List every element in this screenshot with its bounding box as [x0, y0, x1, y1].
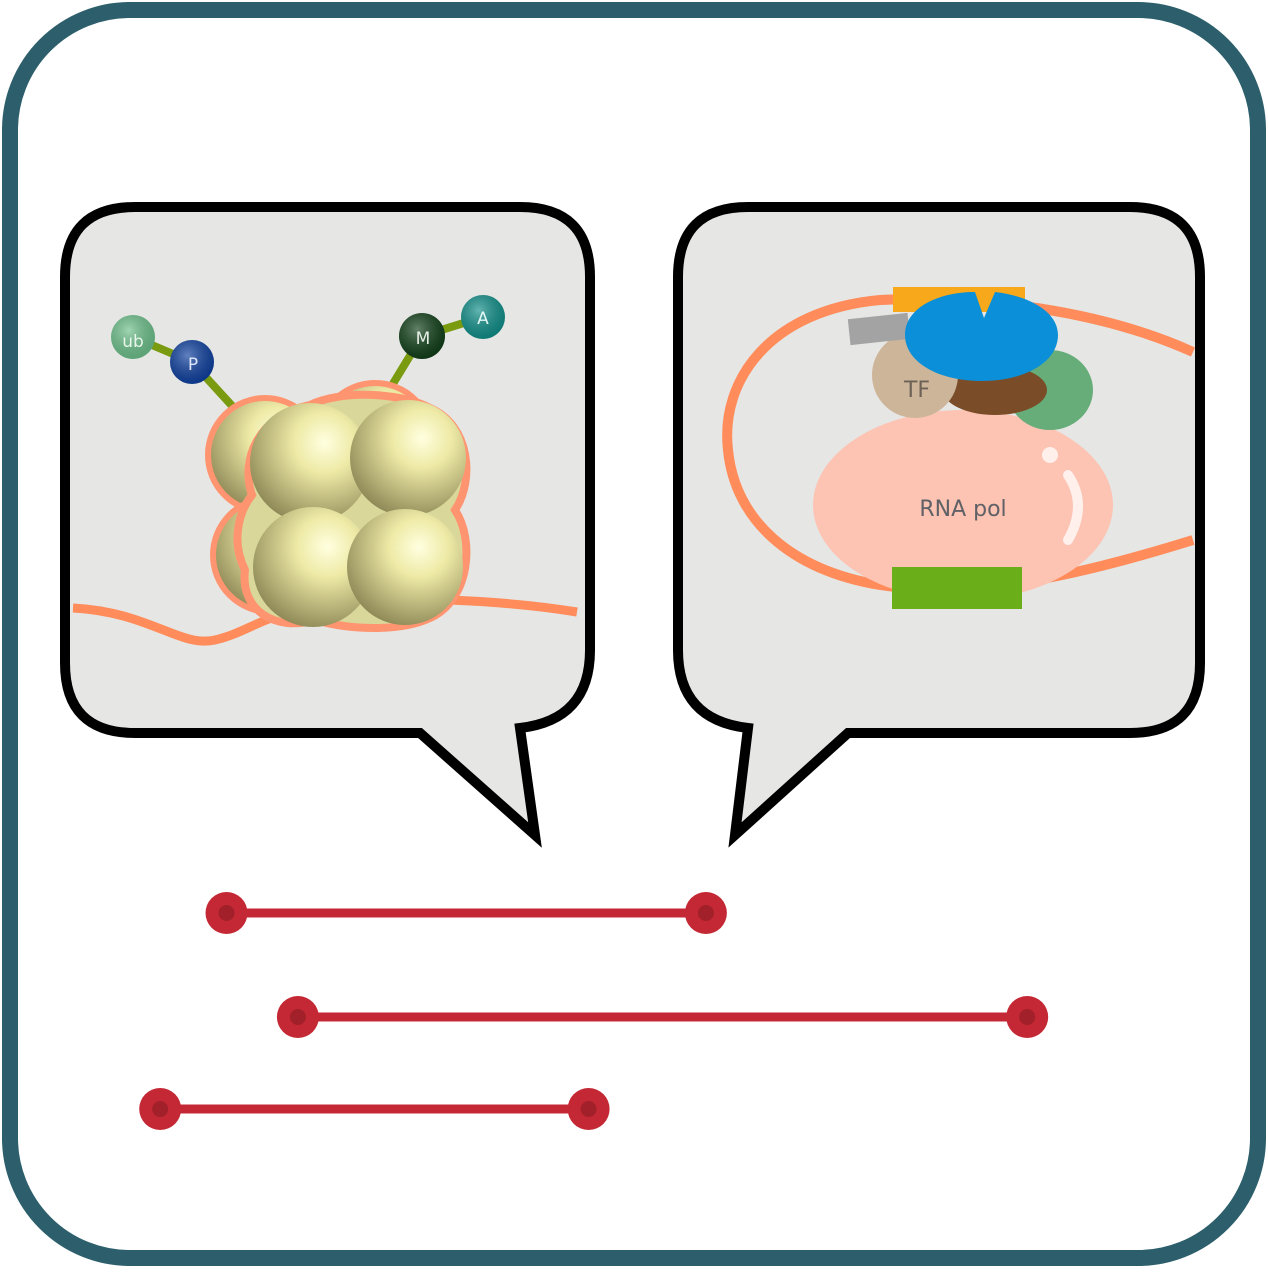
histone-octamer	[205, 380, 471, 632]
activator-blue	[905, 292, 1058, 381]
histone-sphere-front-1	[250, 403, 370, 523]
segment-node-center	[152, 1101, 169, 1117]
modification-p: P	[170, 340, 214, 384]
promoter-green	[892, 567, 1022, 609]
mod-label-ub: ub	[122, 332, 144, 352]
histone-sphere-front-3	[253, 507, 373, 627]
pol-highlight-dot	[1042, 447, 1058, 463]
segment-2	[276, 996, 1049, 1038]
tf-label: TF	[903, 378, 930, 403]
mod-label-a: A	[477, 309, 489, 329]
histone-sphere-front-2	[350, 400, 466, 516]
segment-3	[139, 1088, 610, 1130]
segment-node-center	[218, 905, 235, 921]
rna-pol-label: RNA pol	[919, 497, 1006, 522]
gray-block	[847, 312, 911, 346]
mod-label-p: P	[188, 355, 198, 375]
segment-node-center	[289, 1009, 306, 1025]
mod-label-m: M	[416, 329, 431, 349]
modification-m: M	[399, 313, 445, 359]
histone-sphere-front-4	[347, 509, 463, 625]
segment-node-center	[1019, 1009, 1036, 1025]
segments	[139, 892, 1049, 1130]
right-speech-bubble: RNA pol TF	[673, 202, 1205, 848]
modification-ub: ub	[111, 315, 155, 359]
segment-node-center	[580, 1101, 597, 1117]
left-speech-bubble: ub P M A	[60, 202, 595, 848]
modification-a: A	[461, 295, 505, 339]
segment-node-center	[697, 905, 714, 921]
rna-polymerase: RNA pol	[813, 410, 1113, 600]
pol-highlight-arc	[1063, 470, 1083, 545]
segment-1	[205, 892, 727, 934]
